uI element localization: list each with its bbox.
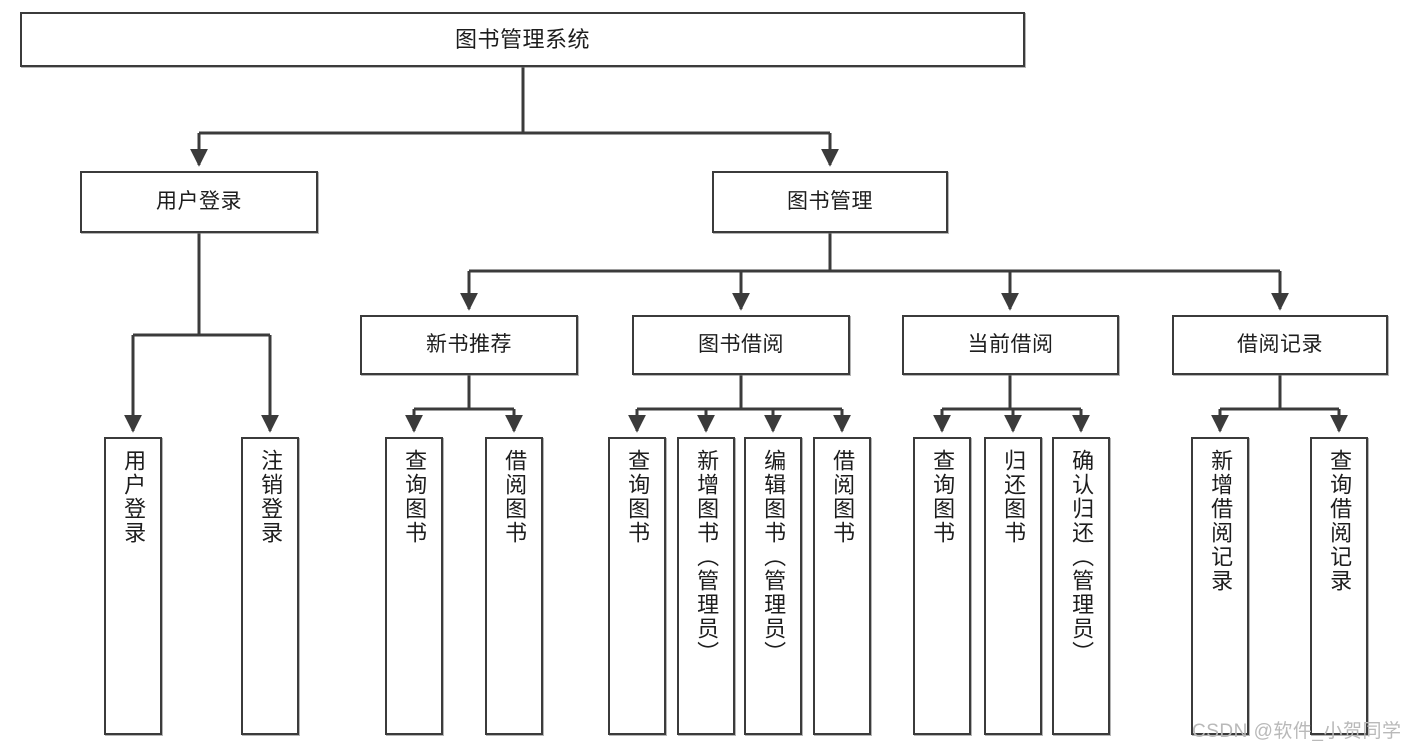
node-leaf-query-book-3-label: 查询图书 — [930, 449, 956, 545]
node-leaf-add-book-label: 新增图书（管理员） — [694, 449, 720, 665]
node-current-borrow[interactable]: 当前借阅 — [902, 315, 1119, 375]
node-leaf-query-record-label: 查询借阅记录 — [1327, 449, 1353, 593]
node-leaf-edit-book-label: 编辑图书（管理员） — [761, 449, 787, 665]
node-leaf-add-book[interactable]: 新增图书（管理员） — [677, 437, 735, 735]
node-leaf-edit-book[interactable]: 编辑图书（管理员） — [744, 437, 802, 735]
node-leaf-confirm-return-label: 确认归还（管理员） — [1069, 449, 1095, 665]
node-leaf-user-login-label: 用户登录 — [121, 449, 147, 545]
node-leaf-query-book-2-label: 查询图书 — [625, 449, 651, 545]
node-leaf-borrow-book-2[interactable]: 借阅图书 — [813, 437, 871, 735]
node-user-login[interactable]: 用户登录 — [80, 171, 318, 233]
node-leaf-confirm-return[interactable]: 确认归还（管理员） — [1052, 437, 1110, 735]
node-leaf-user-login[interactable]: 用户登录 — [104, 437, 162, 735]
node-borrow-record-label: 借阅记录 — [1237, 332, 1323, 356]
node-leaf-query-book-1-label: 查询图书 — [402, 449, 428, 545]
node-leaf-add-record-label: 新增借阅记录 — [1208, 449, 1234, 593]
node-user-login-label: 用户登录 — [156, 189, 242, 213]
node-leaf-return-book-label: 归还图书 — [1001, 449, 1027, 545]
node-leaf-query-book-2[interactable]: 查询图书 — [608, 437, 666, 735]
node-book-manage[interactable]: 图书管理 — [712, 171, 948, 233]
node-leaf-borrow-book-2-label: 借阅图书 — [830, 449, 856, 545]
node-leaf-logout-label: 注销登录 — [258, 449, 284, 545]
node-root[interactable]: 图书管理系统 — [20, 12, 1025, 67]
node-leaf-query-book-3[interactable]: 查询图书 — [913, 437, 971, 735]
node-leaf-logout[interactable]: 注销登录 — [241, 437, 299, 735]
node-leaf-borrow-book-1[interactable]: 借阅图书 — [485, 437, 543, 735]
node-leaf-borrow-book-1-label: 借阅图书 — [502, 449, 528, 545]
node-root-label: 图书管理系统 — [454, 26, 590, 52]
node-leaf-query-book-1[interactable]: 查询图书 — [385, 437, 443, 735]
node-leaf-add-record[interactable]: 新增借阅记录 — [1191, 437, 1249, 735]
node-current-borrow-label: 当前借阅 — [967, 332, 1054, 356]
csdn-watermark: CSDN @软件_小贺同学 — [1192, 721, 1402, 742]
node-leaf-query-record[interactable]: 查询借阅记录 — [1310, 437, 1368, 735]
node-book-borrow[interactable]: 图书借阅 — [632, 315, 850, 375]
node-new-book-rec-label: 新书推荐 — [426, 332, 512, 356]
node-leaf-return-book[interactable]: 归还图书 — [984, 437, 1042, 735]
node-book-manage-label: 图书管理 — [787, 189, 873, 213]
node-book-borrow-label: 图书借阅 — [698, 332, 784, 356]
node-new-book-rec[interactable]: 新书推荐 — [360, 315, 578, 375]
node-borrow-record[interactable]: 借阅记录 — [1172, 315, 1388, 375]
